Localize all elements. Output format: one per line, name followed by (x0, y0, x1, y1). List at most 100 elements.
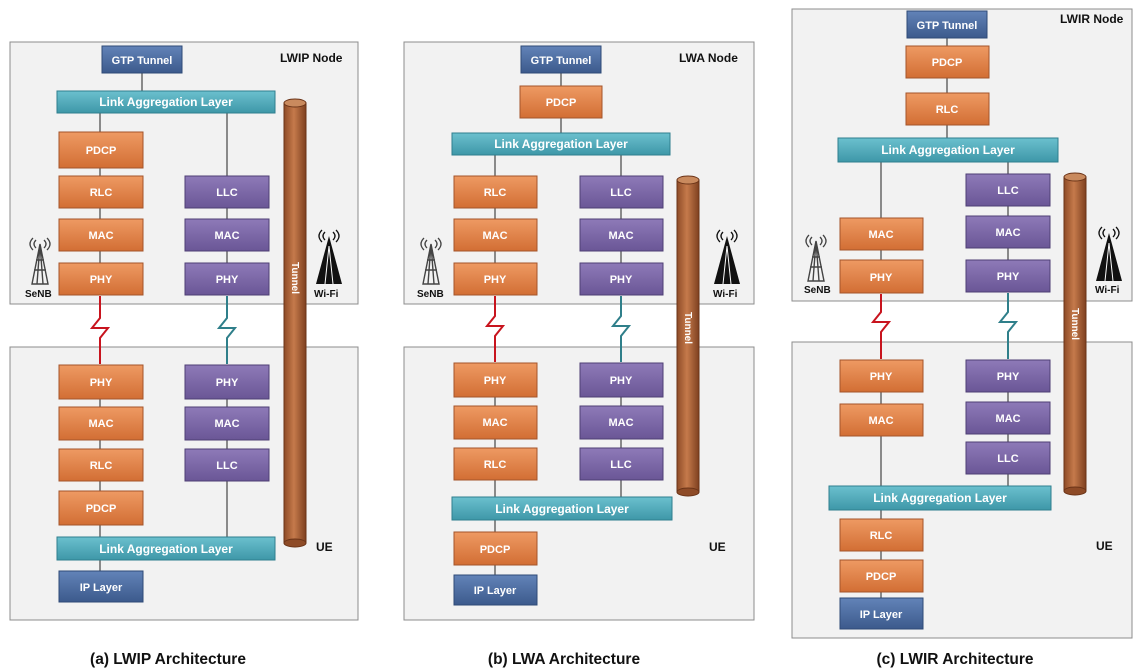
gtp-tunnel-box (520, 45, 602, 74)
phy-label: PHY (870, 371, 893, 383)
llc-box (184, 175, 270, 209)
mac-label: MAC (482, 230, 507, 242)
link-aggregation-label: Link Aggregation Layer (873, 491, 1007, 505)
wifi-tower-icon (714, 229, 740, 285)
mac-box (965, 215, 1051, 249)
pdcp-label: PDCP (546, 97, 577, 109)
gtp-tunnel-box (101, 45, 183, 74)
senb-label: SeNB (804, 285, 831, 296)
gtp-tunnel-label: GTP Tunnel (917, 20, 978, 32)
ip-layer-label: IP Layer (860, 609, 903, 621)
link-aggregation-box (837, 137, 1059, 163)
llc-box (184, 448, 270, 482)
phy-box (184, 262, 270, 296)
mac-label: MAC (995, 227, 1020, 239)
phy-label: PHY (484, 375, 507, 387)
llc-box (965, 441, 1051, 475)
lwip-diagram: LWIP Node UE GTP Tunnel Link Aggregation… (9, 41, 359, 668)
pdcp-box (58, 131, 144, 169)
tunnel-label: Tunnel (289, 262, 300, 294)
connector-lines (880, 38, 1009, 598)
rlc-label: RLC (936, 104, 959, 116)
pdcp-label: PDCP (480, 544, 511, 556)
phy-label: PHY (870, 272, 893, 284)
tunnel-cylinder: Tunnel (283, 98, 307, 548)
phy-box (839, 259, 924, 294)
phy-label: PHY (610, 375, 633, 387)
gtp-tunnel-label: GTP Tunnel (112, 55, 173, 67)
connector-lines (99, 73, 228, 571)
llc-label: LLC (216, 460, 237, 472)
mac-box (58, 406, 144, 441)
llc-box (579, 447, 664, 481)
rlc-box (905, 92, 990, 126)
mac-box (453, 405, 538, 440)
link-aggregation-label: Link Aggregation Layer (99, 95, 233, 109)
link-aggregation-box (56, 536, 276, 561)
llc-label: LLC (610, 187, 631, 199)
link-aggregation-label: Link Aggregation Layer (494, 137, 628, 151)
cell-tower-icon (420, 237, 442, 285)
link-aggregation-box (451, 496, 673, 521)
caption: (b) LWA Architecture (488, 651, 641, 668)
wifi-label: Wi-Fi (1095, 285, 1120, 296)
rlc-label: RLC (484, 187, 507, 199)
rlc-box (453, 447, 538, 481)
lte-radio-link (89, 296, 111, 364)
phy-label: PHY (484, 274, 507, 286)
phy-box (58, 262, 144, 296)
link-aggregation-box (56, 90, 276, 114)
rlc-label: RLC (870, 530, 893, 542)
mac-box (839, 403, 924, 437)
ip-layer-label: IP Layer (80, 582, 123, 594)
lwir-diagram: LWIR Node UE GTP Tunnel PDCP RLC Lin (791, 8, 1133, 668)
caption: (a) LWIP Architecture (90, 651, 246, 668)
rlc-label: RLC (484, 459, 507, 471)
mac-box (839, 217, 924, 251)
gtp-tunnel-box (906, 10, 988, 39)
pdcp-label: PDCP (86, 503, 117, 515)
mac-box (453, 218, 538, 252)
tunnel-label: Tunnel (1069, 308, 1080, 340)
wifi-label: Wi-Fi (713, 289, 738, 300)
phy-label: PHY (90, 274, 113, 286)
llc-label: LLC (216, 187, 237, 199)
llc-label: LLC (997, 453, 1018, 465)
pdcp-label: PDCP (86, 145, 117, 157)
mac-label: MAC (868, 415, 893, 427)
link-aggregation-label: Link Aggregation Layer (495, 502, 629, 516)
phy-box (453, 262, 538, 296)
rlc-label: RLC (90, 187, 113, 199)
pdcp-label: PDCP (866, 571, 897, 583)
ue-label: UE (1096, 539, 1113, 553)
mac-box (579, 405, 664, 440)
mac-box (184, 406, 270, 441)
senb-label: SeNB (25, 289, 52, 300)
ip-layer-box (58, 570, 144, 603)
pdcp-box (519, 85, 603, 119)
phy-label: PHY (997, 371, 1020, 383)
ue-label: UE (709, 540, 726, 554)
mac-box (965, 401, 1051, 435)
wifi-radio-link (997, 293, 1019, 359)
tunnel-cylinder: Tunnel (1063, 172, 1087, 496)
lwa-diagram: LWA Node UE GTP Tunnel PDCP Link Aggrega… (403, 41, 755, 668)
rlc-box (453, 175, 538, 209)
mac-label: MAC (88, 418, 113, 430)
rlc-box (58, 175, 144, 209)
pdcp-box (58, 490, 144, 526)
phy-box (58, 364, 144, 400)
wifi-radio-link (610, 296, 632, 362)
mac-label: MAC (995, 413, 1020, 425)
mac-label: MAC (608, 230, 633, 242)
wifi-radio-link (216, 296, 238, 364)
wifi-tower-icon (1096, 226, 1122, 282)
gtp-tunnel-label: GTP Tunnel (531, 55, 592, 67)
phy-box (965, 359, 1051, 393)
rlc-box (58, 448, 144, 482)
mac-label: MAC (88, 230, 113, 242)
mac-label: MAC (482, 417, 507, 429)
pdcp-box (839, 559, 924, 593)
